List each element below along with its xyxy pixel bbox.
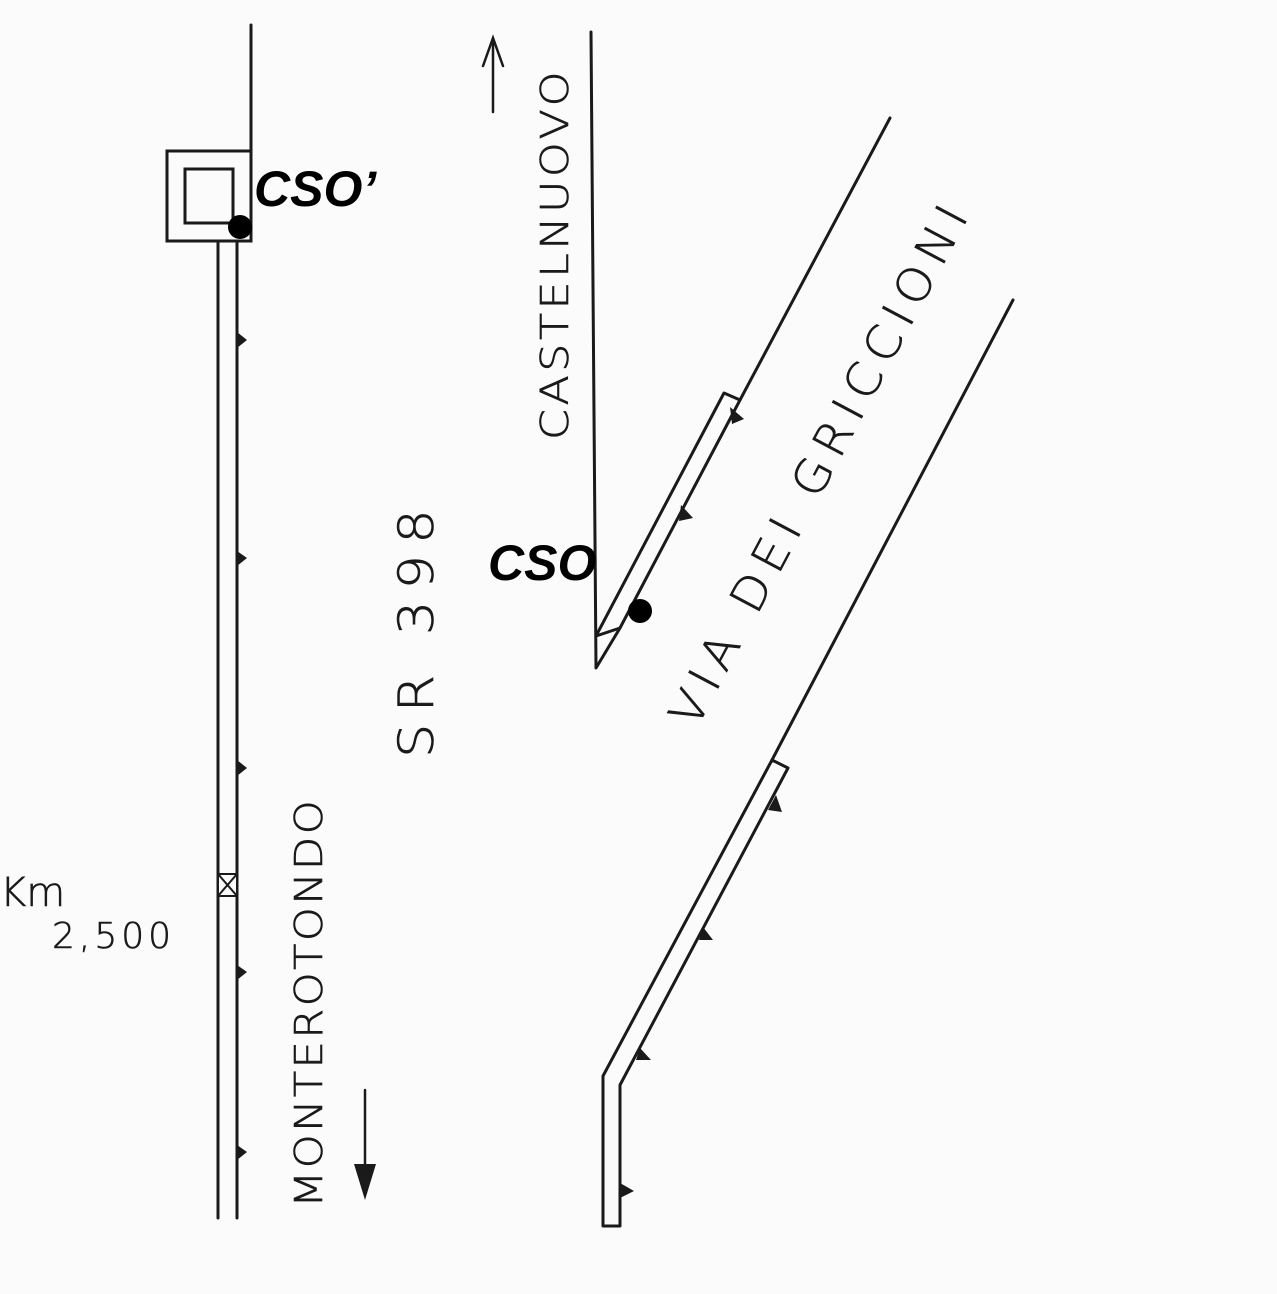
km-marker-icon xyxy=(217,873,238,897)
side-road-strip-lower xyxy=(601,758,790,1228)
side-road-upper-edge xyxy=(738,116,892,402)
km-unit-label: Km xyxy=(0,870,65,916)
cso-primary-label: CSO xyxy=(488,535,596,591)
monterotondo-label: MONTEROTONDO xyxy=(287,798,331,1208)
road-tick xyxy=(768,795,782,812)
road-tick xyxy=(237,332,247,348)
side-road-right-edge xyxy=(770,298,1015,762)
middle-road-edge xyxy=(589,30,622,670)
cso-primary-marker xyxy=(628,599,652,623)
road-tick xyxy=(237,760,247,776)
left-road-ticks xyxy=(237,332,247,1160)
road-tick xyxy=(237,965,247,980)
road-tick xyxy=(636,1048,651,1060)
arrow-down-icon xyxy=(354,1088,376,1200)
road-tick xyxy=(679,505,693,521)
sr398-label: SR 398 xyxy=(389,498,445,758)
road-tick xyxy=(620,1183,634,1198)
castelnuovo-label: CASTELNUOVO xyxy=(533,68,577,440)
road-tick xyxy=(237,551,247,566)
road-tick xyxy=(699,927,713,940)
km-value-label: 2,500 xyxy=(52,916,175,957)
arrow-up-icon xyxy=(481,34,505,114)
road-tick xyxy=(730,407,744,424)
cso-secondary-label: CSO’ xyxy=(254,161,377,217)
cso-secondary-marker xyxy=(228,215,252,239)
diagonal-road-ticks xyxy=(620,407,782,1198)
building-icon xyxy=(165,149,253,243)
road-tick xyxy=(237,1145,247,1160)
